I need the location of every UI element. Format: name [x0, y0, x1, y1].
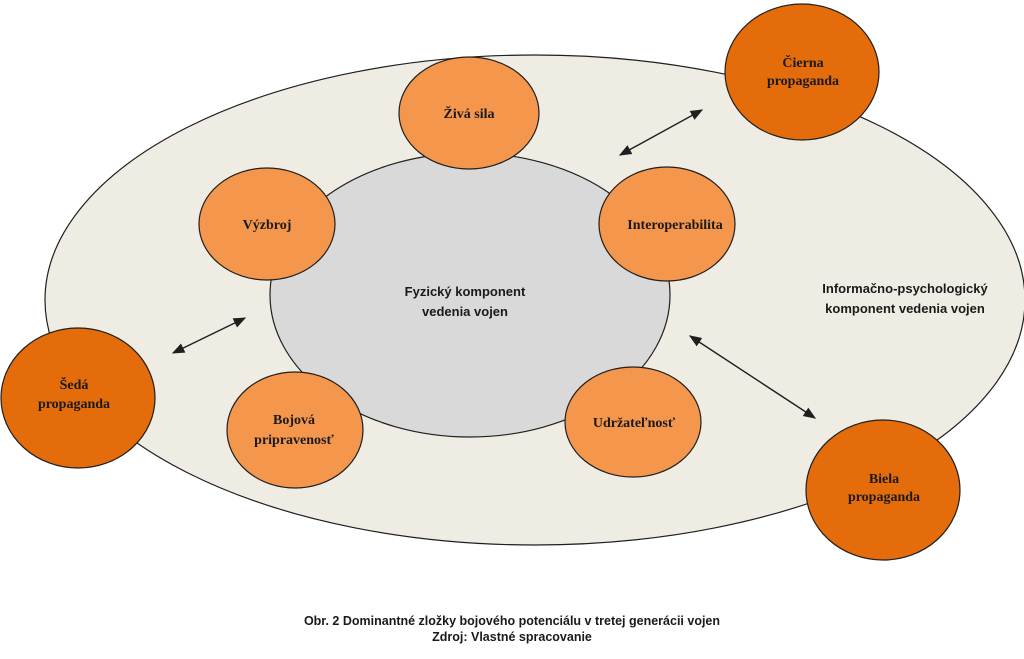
- component-ziva-sila: Živá sila: [398, 56, 540, 170]
- propaganda-seda: Šedá propaganda: [0, 327, 156, 469]
- component-vyzbroj: Výzbroj: [198, 167, 336, 281]
- outer-label-line2: komponent vedenia vojen: [825, 301, 985, 316]
- propaganda-biela-label-line2: propaganda: [848, 490, 920, 505]
- propaganda-seda-label-line2: propaganda: [38, 397, 110, 412]
- inner-label-line2: vedenia vojen: [422, 304, 508, 319]
- propaganda-biela-label-line1: Biela: [869, 472, 899, 487]
- propaganda-cierna-label-line2: propaganda: [767, 74, 839, 89]
- diagram: Fyzický komponent vedenia vojen Informač…: [0, 3, 1024, 561]
- component-interoperabilita-label: Interoperabilita: [627, 218, 722, 233]
- caption-title: Obr. 2 Dominantné zložky bojového potenc…: [303, 614, 721, 628]
- component-ziva-sila-label: Živá sila: [444, 105, 495, 122]
- arrow-biela: [688, 335, 817, 419]
- propaganda-cierna-label-line1: Čierna: [782, 54, 823, 71]
- component-udrzatelnost: Udržateľnosť: [564, 366, 702, 478]
- component-interoperabilita: Interoperabilita: [598, 166, 736, 282]
- caption-source: Zdroj: Vlastné spracovanie: [432, 630, 592, 644]
- component-bojova-pripravenost: Bojová pripravenosť: [226, 371, 364, 489]
- component-bojova-pripravenost-label-line1: Bojová: [273, 413, 315, 428]
- inner-label-line1: Fyzický komponent: [405, 284, 526, 299]
- arrow-seda: [171, 317, 247, 354]
- propaganda-biela: Biela propaganda: [805, 419, 961, 561]
- component-bojova-pripravenost-label-line2: pripravenosť: [254, 433, 334, 448]
- propaganda-cierna: Čierna propaganda: [724, 3, 880, 141]
- component-vyzbroj-label: Výzbroj: [243, 218, 292, 233]
- propaganda-seda-label-line1: Šedá: [60, 376, 89, 393]
- arrow-cierna: [618, 109, 704, 156]
- component-udrzatelnost-label: Udržateľnosť: [593, 416, 676, 431]
- outer-label-line1: Informačno-psychologický: [822, 281, 988, 296]
